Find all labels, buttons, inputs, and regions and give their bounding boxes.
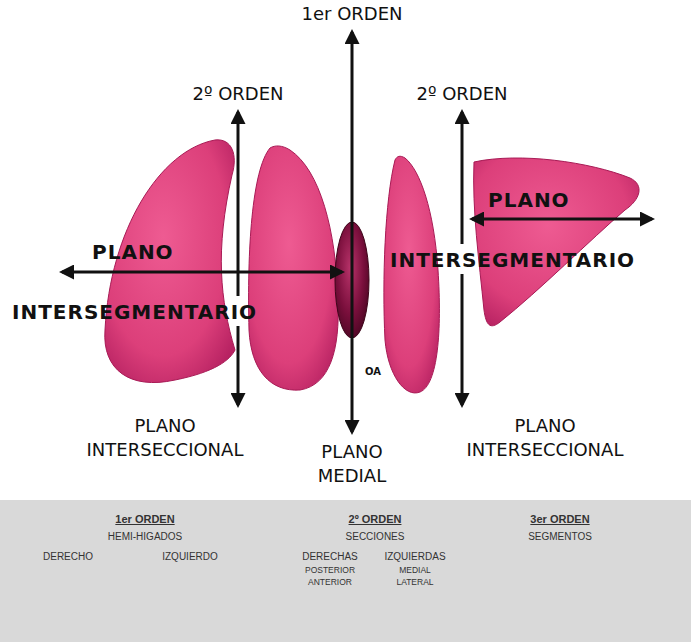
column-heading: 3er ORDEN — [530, 512, 589, 526]
left-segmental-arrow — [62, 271, 342, 274]
plane-label: INTERSEGMENTARIO — [12, 300, 257, 324]
summary-band: 1er ORDEN HEMI-HIGADOS DERECHO IZQUIERDO 2º … — [0, 500, 691, 642]
left-medial-section — [384, 156, 440, 393]
column-entry: ANTERIOR — [308, 577, 352, 588]
plane-arrows — [62, 32, 652, 432]
left-sectional-arrow-bottom — [237, 326, 240, 405]
order-label: 2º ORDEN — [416, 82, 507, 106]
plane-label: PLANO — [92, 240, 174, 264]
column-entry: POSTERIOR — [305, 565, 355, 576]
plane-label: INTERSEGMENTARIO — [390, 248, 635, 272]
left-lateral-section — [474, 158, 639, 326]
right-segmental-arrow — [472, 218, 652, 221]
order-label: 2º ORDEN — [192, 82, 283, 106]
column-entry: SECCIONES — [346, 530, 405, 543]
column-entry: IZQUIERDAS — [384, 550, 445, 563]
right-sectional-arrow-top — [461, 112, 464, 244]
right-anterior-section — [249, 146, 339, 390]
column-entry: DERECHO — [43, 550, 93, 563]
liver-lobes — [105, 140, 639, 393]
left-sectional-arrow-top — [237, 112, 240, 296]
column-heading: 1er ORDEN — [115, 512, 174, 526]
right-sectional-arrow-bottom — [461, 274, 464, 405]
column-entry: SEGMENTOS — [528, 530, 592, 543]
column-entry: DERECHAS — [302, 550, 358, 563]
order-label: 1er ORDEN — [301, 2, 402, 26]
structure-label: OA — [365, 366, 381, 378]
plane-label: PLANO INTERSECCIONAL — [467, 414, 624, 462]
column-entry: LATERAL — [396, 577, 433, 588]
column-heading: 2º ORDEN — [349, 512, 402, 526]
plane-label: PLANO — [488, 188, 570, 212]
medial-plane-arrow — [351, 32, 354, 432]
column-entry: HEMI-HIGADOS — [108, 530, 182, 543]
column-entry: MEDIAL — [399, 565, 431, 576]
column-entry: IZQUIERDO — [162, 550, 218, 563]
plane-label: PLANO INTERSECCIONAL — [87, 414, 244, 462]
plane-label: PLANO MEDIAL — [318, 440, 386, 488]
